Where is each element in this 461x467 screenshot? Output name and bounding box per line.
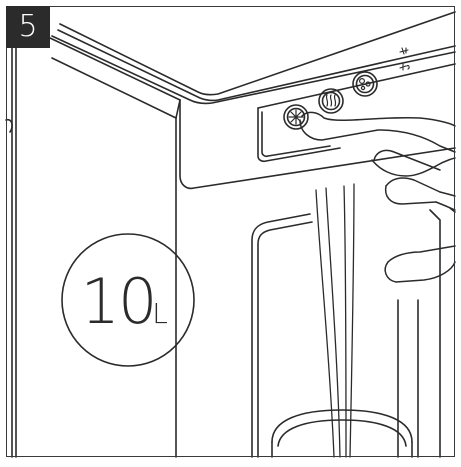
volume-value: 10: [81, 265, 156, 338]
status-indicators: [399, 47, 410, 71]
pressing-hand: [299, 111, 456, 283]
volume-unit: L: [152, 297, 168, 330]
button-cold-water[interactable]: [283, 104, 309, 130]
volume-badge: [61, 233, 195, 367]
water-stream: [315, 183, 355, 458]
machine-side-panel: [5, 37, 181, 458]
machine-front-fascia: [175, 63, 456, 190]
cold-water-icon: [288, 109, 304, 125]
sparkling-water-icon: [359, 77, 371, 91]
button-sparkling-water[interactable]: [352, 71, 378, 97]
button-hot-water[interactable]: [318, 88, 344, 114]
step-number-badge: 5: [6, 6, 50, 48]
glass: [271, 409, 413, 458]
hot-water-icon: [325, 94, 337, 107]
machine-top-lid: [51, 11, 456, 105]
